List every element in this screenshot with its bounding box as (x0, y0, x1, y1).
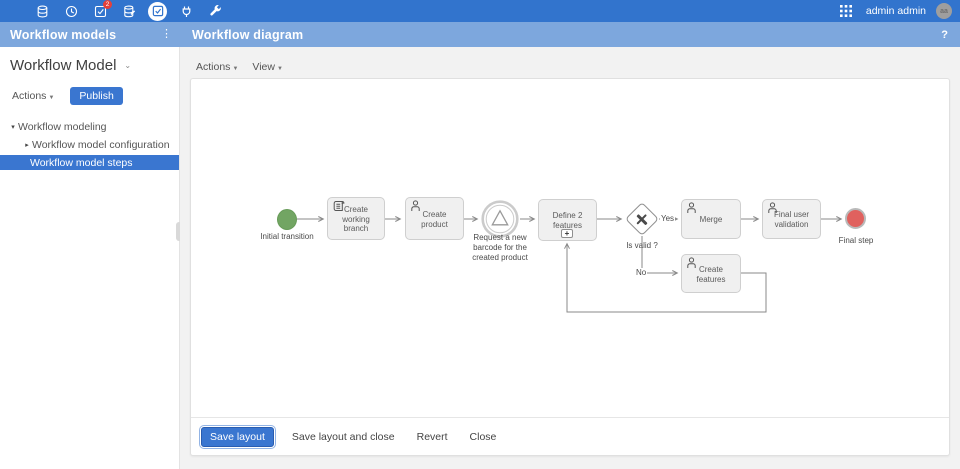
sidebar-actions-label: Actions (12, 90, 47, 102)
node-end-label: Final step (838, 236, 874, 245)
workflow-active-icon[interactable] (148, 1, 167, 21)
tree-item-label: Workflow modeling (18, 121, 107, 133)
node-create-features[interactable]: Create features (681, 254, 741, 293)
diagram-toolbar: Actions▼ View▼ (180, 47, 960, 77)
node-label: Create features (696, 264, 726, 284)
node-label: Create product (421, 209, 448, 229)
database-icon[interactable] (32, 1, 52, 21)
diagram-canvas[interactable]: Initial transition Create working branch (191, 79, 949, 418)
sidebar-actions-menu[interactable]: Actions▼ (12, 90, 54, 102)
workflow-tree: ▾ Workflow modeling ▸ Workflow model con… (0, 119, 179, 170)
node-start-label: Initial transition (260, 232, 314, 241)
subheader: Workflow models ⋮ Workflow diagram ? (0, 22, 960, 47)
edge-label-no: No (635, 268, 648, 277)
node-label: Define 2 features (552, 211, 583, 230)
subprocess-expand-icon[interactable]: + (561, 229, 573, 238)
topbar: 2 (0, 0, 960, 22)
node-merge[interactable]: Merge (681, 199, 741, 239)
user-name[interactable]: admin admin (865, 5, 926, 17)
node-start-event[interactable] (277, 209, 297, 230)
node-label: Merge (699, 215, 723, 225)
expand-icon[interactable]: ▾ (11, 124, 15, 131)
tree-item-workflow-model-steps[interactable]: Workflow model steps (0, 155, 179, 170)
save-layout-close-button[interactable]: Save layout and close (288, 428, 399, 446)
collapse-icon[interactable]: ▸ (25, 142, 29, 149)
node-barcode-event[interactable] (480, 199, 520, 244)
caret-down-icon: ▼ (232, 65, 239, 72)
node-end-event[interactable] (845, 208, 866, 229)
page-title: Workflow diagram (192, 27, 304, 42)
model-title-text: Workflow Model (10, 57, 117, 74)
sidebar-scrollbar-thumb[interactable] (176, 222, 182, 241)
caret-down-icon: ▼ (48, 95, 55, 101)
wrench-icon[interactable] (205, 1, 225, 21)
left-panel-title: Workflow models (10, 27, 117, 42)
node-label: Final user validation (773, 210, 810, 229)
node-gateway-label: Is valid ? (626, 241, 658, 250)
node-label: Create working branch (342, 205, 370, 234)
script-icon (332, 200, 345, 215)
close-button[interactable]: Close (466, 428, 501, 446)
user-icon (767, 202, 778, 217)
main-area: Actions▼ View▼ (180, 47, 960, 469)
user-icon (410, 200, 421, 215)
tree-item-workflow-modeling[interactable]: ▾ Workflow modeling (0, 119, 179, 135)
user-icon (686, 257, 697, 272)
model-title: Workflow Model ⌄ (10, 57, 179, 74)
topbar-icon-group: 2 (32, 0, 225, 21)
chevron-down-icon[interactable]: ⌄ (124, 61, 132, 70)
apps-grid-icon[interactable] (836, 1, 856, 21)
data-edit-icon[interactable] (119, 1, 139, 21)
diagram-card: Initial transition Create working branch (190, 78, 950, 456)
publish-button[interactable]: Publish (70, 87, 123, 105)
revert-button[interactable]: Revert (413, 428, 452, 446)
kebab-menu-icon[interactable]: ⋮ (161, 28, 172, 40)
help-button[interactable]: ? (941, 28, 948, 41)
node-is-valid-gateway[interactable] (625, 202, 659, 236)
tree-item-workflow-model-configuration[interactable]: ▸ Workflow model configuration (0, 137, 179, 153)
subheader-right-panel: Workflow diagram ? (180, 22, 960, 47)
plug-icon[interactable] (176, 1, 196, 21)
diagram-connectors (297, 216, 843, 313)
caret-down-icon: ▼ (276, 65, 283, 72)
view-menu[interactable]: View▼ (252, 61, 283, 73)
clock-icon[interactable] (61, 1, 81, 21)
actions-menu-label: Actions (196, 60, 231, 73)
node-final-user-validation[interactable]: Final user validation (762, 199, 821, 239)
diagram-footer: Save layout Save layout and close Revert… (191, 418, 949, 455)
sidebar: Workflow Model ⌄ Actions▼ Publish ▾ Work… (0, 47, 182, 469)
avatar[interactable]: aa (936, 3, 952, 19)
node-create-product[interactable]: Create product (405, 197, 464, 240)
actions-menu[interactable]: Actions▼ (196, 61, 238, 73)
save-layout-button[interactable]: Save layout (201, 426, 274, 447)
node-barcode-label: Request a new barcode for the created pr… (472, 233, 528, 262)
notification-badge: 2 (103, 0, 112, 9)
view-menu-label: View (252, 60, 275, 73)
tree-item-label: Workflow model configuration (32, 139, 170, 151)
tasks-check-icon[interactable]: 2 (90, 0, 112, 21)
subheader-left-panel: Workflow models ⋮ (0, 22, 180, 47)
user-icon (686, 202, 697, 217)
tree-item-label: Workflow model steps (30, 156, 133, 169)
node-create-working-branch[interactable]: Create working branch (327, 197, 385, 240)
edge-label-yes: Yes (660, 214, 676, 223)
